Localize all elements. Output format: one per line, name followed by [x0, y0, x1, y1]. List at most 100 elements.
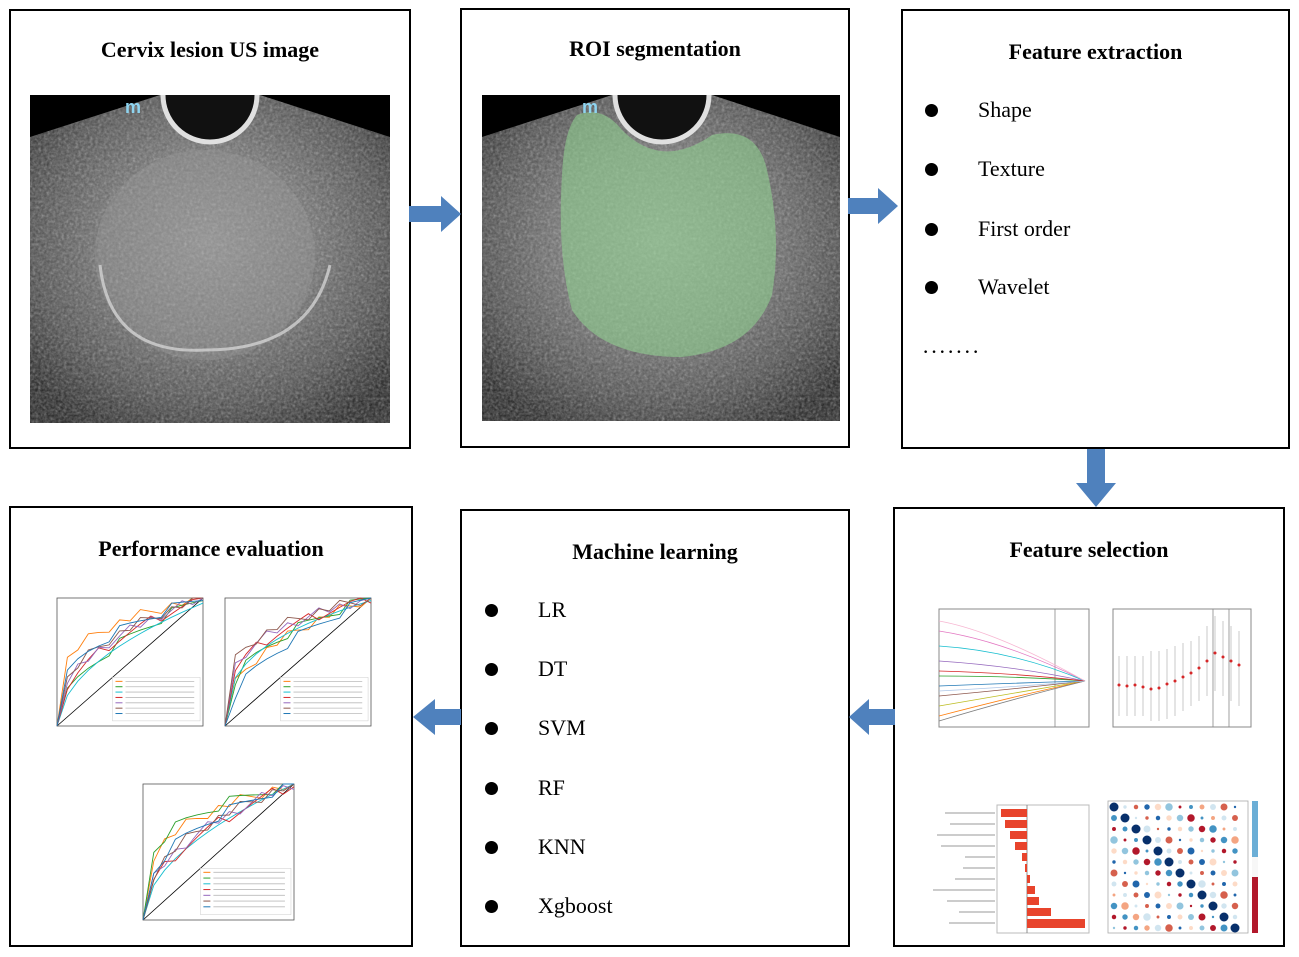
correlation-dot — [1178, 860, 1182, 864]
correlation-dot — [1155, 903, 1161, 909]
correlation-dot — [1145, 816, 1149, 820]
correlation-dot — [1167, 893, 1171, 897]
correlation-dot — [1165, 869, 1173, 877]
correlation-dot — [1166, 848, 1172, 854]
probe-marker: m — [582, 97, 598, 117]
correlation-dot — [1166, 815, 1172, 821]
correlation-dot — [1220, 891, 1228, 899]
correlation-dot — [1211, 849, 1215, 853]
correlation-dot — [1186, 879, 1196, 889]
panel-title: ROI segmentation — [569, 36, 741, 61]
correlation-dot — [1111, 848, 1117, 854]
bullet-icon — [925, 222, 938, 236]
correlation-dot — [1143, 913, 1151, 921]
correlation-dot — [1110, 869, 1118, 877]
correlation-dot — [1143, 825, 1151, 833]
correlation-dot — [1176, 814, 1184, 822]
roc-diagonal — [224, 597, 372, 727]
correlation-dot — [1153, 846, 1163, 856]
correlation-dot — [1166, 881, 1172, 887]
correlation-dot — [1110, 902, 1118, 910]
bullet-icon — [925, 280, 938, 294]
correlation-dot — [1199, 804, 1205, 810]
correlation-dot — [1231, 902, 1239, 910]
bullet-icon — [925, 103, 938, 117]
correlation-dot — [1230, 923, 1240, 933]
correlation-dot — [1112, 827, 1116, 831]
correlation-dot — [1165, 803, 1173, 811]
correlation-dot — [1165, 924, 1173, 932]
correlation-dot — [1134, 904, 1138, 908]
roc-legend — [200, 868, 292, 915]
correlation-dot — [1122, 914, 1128, 920]
panel-machine-learning: Machine learning LR DT SVM RF KNN Xgboos… — [460, 509, 850, 947]
correlation-dot — [1211, 816, 1215, 820]
roc-curve — [56, 597, 203, 727]
correlation-dot — [1189, 871, 1193, 875]
correlation-dot — [1177, 881, 1183, 887]
correlation-dot — [1209, 858, 1217, 866]
correlation-dot — [1188, 892, 1194, 898]
list-item: First order — [925, 214, 1070, 244]
roc-plot-2 — [224, 597, 372, 727]
correlation-dot — [1165, 836, 1173, 844]
roc-curve — [56, 600, 204, 727]
roc-legend — [280, 677, 369, 722]
correlation-dot — [1133, 804, 1139, 810]
correlation-dot — [1188, 826, 1194, 832]
arrow-features-to-selection — [1076, 449, 1116, 507]
list-item: SVM — [485, 713, 586, 743]
correlation-dot — [1211, 915, 1215, 919]
roc-plot-3 — [142, 783, 295, 921]
correlation-dot — [1210, 870, 1216, 876]
correlation-dot — [1208, 901, 1218, 911]
correlation-dot — [1156, 882, 1160, 886]
correlation-dot — [1134, 816, 1138, 820]
correlation-dot — [1134, 838, 1138, 842]
correlation-dot — [1210, 925, 1216, 931]
correlation-dot — [1187, 814, 1195, 822]
correlation-dot — [1220, 803, 1228, 811]
correlation-dot — [1209, 891, 1217, 899]
roc-curve — [224, 597, 372, 727]
correlation-dot — [1166, 903, 1172, 909]
list-item: Texture — [925, 154, 1045, 184]
correlation-dot — [1221, 815, 1227, 821]
correlation-dot — [1175, 868, 1185, 878]
correlation-dot — [1109, 802, 1119, 812]
roc-curve — [142, 783, 295, 921]
roc-curve — [142, 783, 294, 921]
correlation-dot — [1144, 870, 1150, 876]
correlation-dot — [1232, 881, 1238, 887]
correlation-dot — [1132, 913, 1140, 921]
list-item: Xgboost — [485, 891, 613, 921]
correlation-dot — [1210, 804, 1216, 810]
roc-curve — [142, 783, 295, 921]
arrow-ml-to-performance — [413, 699, 461, 735]
list-item: Wavelet — [925, 272, 1050, 302]
panel-title: Machine learning — [572, 539, 738, 564]
roc-curve — [56, 597, 204, 727]
correlation-dot — [1155, 837, 1161, 843]
correlation-dot — [1232, 815, 1238, 821]
correlation-dot — [1178, 926, 1182, 930]
correlation-dot — [1155, 815, 1161, 821]
bullet-icon — [485, 899, 498, 913]
correlation-dot — [1164, 857, 1174, 867]
correlation-dot — [1220, 924, 1228, 932]
correlation-dot — [1211, 882, 1215, 886]
correlation-dot — [1154, 803, 1162, 811]
roi-overlay — [560, 112, 776, 357]
correlation-dot — [1112, 926, 1116, 930]
correlation-dot — [1233, 860, 1237, 864]
correlation-dot — [1187, 847, 1195, 855]
correlation-dot — [1189, 805, 1193, 809]
correlation-dot — [1188, 859, 1194, 865]
correlation-dot — [1200, 849, 1204, 853]
arrow-roi-to-features — [848, 188, 898, 224]
correlation-dot — [1189, 904, 1193, 908]
correlation-dot — [1154, 858, 1162, 866]
roc-curve — [56, 597, 204, 727]
arrow-selection-to-ml — [849, 699, 895, 735]
correlation-dot — [1133, 925, 1139, 931]
